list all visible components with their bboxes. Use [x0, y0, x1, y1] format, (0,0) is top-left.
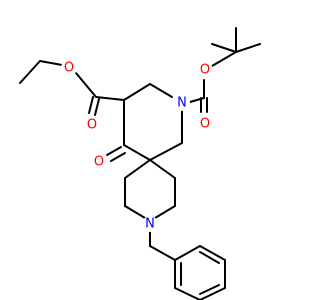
bond-boc-o-c-quat [211, 51, 237, 67]
bond-ester-c-ring [95, 96, 125, 101]
bond-ring-c1-spiro [149, 142, 183, 161]
bond-benzene-inner-3 [199, 284, 220, 295]
benzyl-group [149, 229, 176, 261]
nitrogen-top: N [174, 95, 190, 111]
bond-pip-right-n [154, 205, 176, 219]
bond-benzene-4 [199, 245, 226, 261]
ester-oxygen-double: O [84, 117, 100, 133]
benzene-ring [174, 245, 226, 300]
bond-ketone-double-b [110, 152, 126, 162]
boc-oxygen-double-label: O [200, 117, 210, 132]
molecule-structure: O O O O O N N [19, 27, 261, 300]
ester-oxygen-single-label: O [64, 61, 74, 76]
nitrogen-bottom: N [142, 216, 158, 232]
bond-ethyl-ch3-ch2 [19, 60, 41, 84]
ester-oxygen-double-label: O [87, 118, 97, 133]
bond-benzene-inner-2 [199, 251, 220, 264]
bond-ethyl-ch2-o [39, 60, 63, 66]
bond-benzene-6 [199, 287, 226, 300]
ketone-group [106, 146, 126, 162]
bond-ester-c-o-double-a [88, 96, 94, 114]
bond-benzyl-ch2-ring [149, 245, 176, 261]
ethyl-group [19, 60, 63, 84]
piperidinone-ring [123, 83, 183, 161]
nitrogen-bottom-label: N [145, 217, 155, 232]
bond-ester-o-carbonyl [75, 72, 97, 98]
piperidine-ring [124, 159, 176, 219]
bond-ester-c-o-double-b [94, 98, 100, 116]
bond-tbu-me-right [235, 43, 261, 53]
bond-ring-spiro-c5 [123, 144, 151, 161]
bond-ring-c3-n2 [149, 83, 173, 98]
bond-pip-spiro-c-right [149, 159, 176, 179]
bond-ketone-double-a [106, 146, 122, 156]
nitrogen-top-label: N [177, 96, 187, 111]
boc-oxygen-double: O [197, 116, 213, 132]
atom-labels: O O O O O N N [61, 60, 213, 232]
structure-canvas: O O O O O N N [19, 27, 261, 300]
bond-benzene-3 [174, 245, 201, 261]
boc-group [189, 27, 261, 113]
boc-oxygen-single: O [197, 62, 213, 78]
ester-group [75, 72, 125, 116]
bond-pip-left-spiro [124, 159, 151, 179]
bond-benzene-2 [174, 287, 201, 300]
ketone-oxygen-label: O [94, 155, 104, 170]
bond-tbu-me-left [211, 43, 237, 53]
ester-oxygen-single: O [61, 60, 77, 76]
boc-oxygen-single-label: O [200, 63, 210, 78]
ketone-oxygen: O [91, 154, 107, 170]
bond-pip-n-left [124, 205, 146, 219]
bond-ring-c4-c3 [123, 83, 151, 101]
